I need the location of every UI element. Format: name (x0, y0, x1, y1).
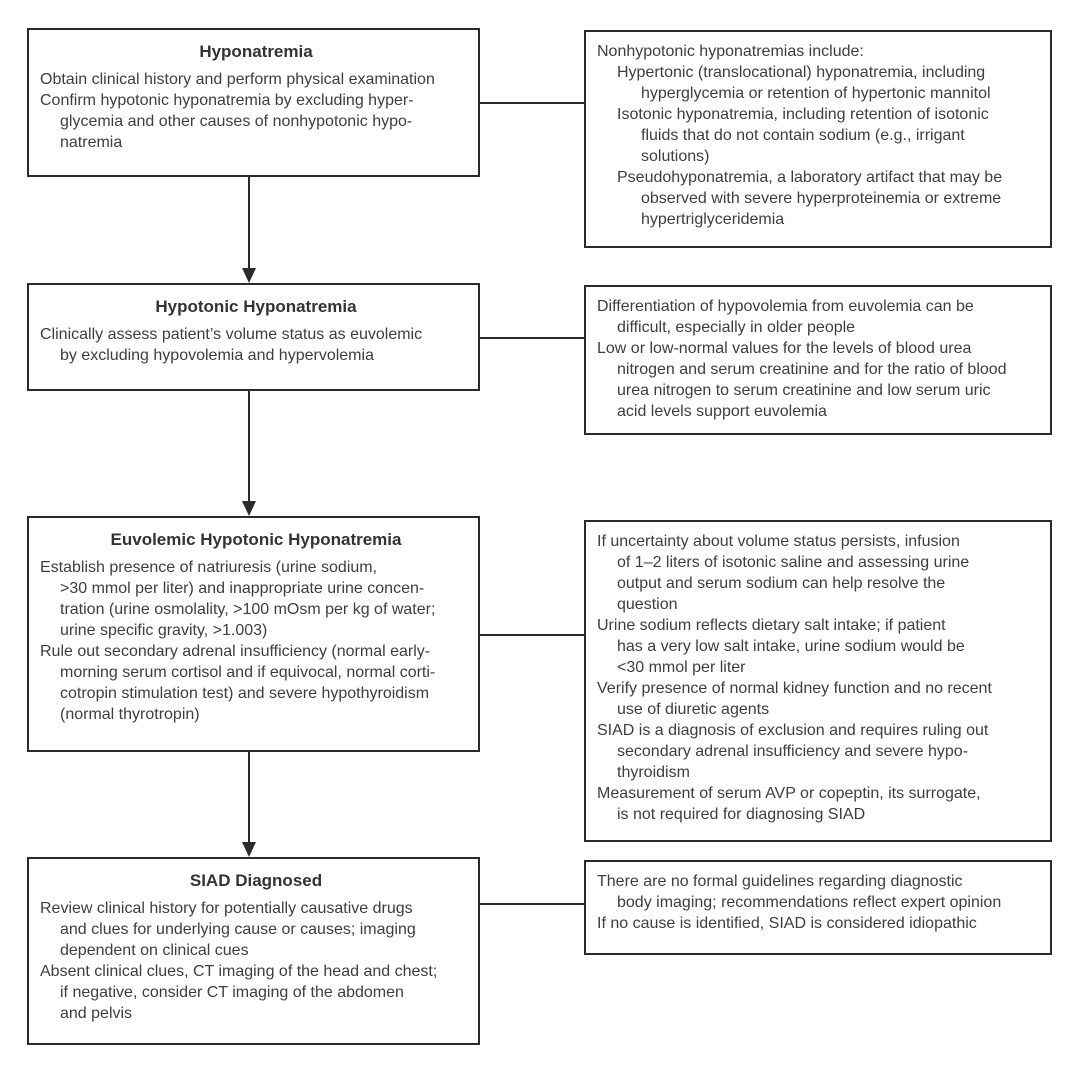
arrow-head-icon (242, 501, 256, 516)
text-line: morning serum cortisol and if equivocal,… (60, 664, 436, 681)
text-line: question (617, 596, 678, 613)
text-line: acid levels support euvolemia (617, 403, 827, 420)
text-line: Absent clinical clues, CT imaging of the… (40, 963, 438, 980)
step-title: Euvolemic Hypotonic Hyponatremia (110, 530, 402, 549)
text-line: Low or low-normal values for the levels … (597, 340, 972, 357)
arrow-head-icon (242, 268, 256, 283)
text-line: Isotonic hyponatremia, including retenti… (617, 106, 989, 123)
text-line: Clinically assess patient’s volume statu… (40, 326, 423, 343)
text-line: difficult, especially in older people (617, 319, 856, 336)
connector-step4-note4 (480, 903, 584, 905)
note-box-volume-status-differentiation: Differentiation of hypovolemia from euvo… (584, 285, 1052, 435)
text-line: thyroidism (617, 764, 690, 781)
text-line: secondary adrenal insufficiency and seve… (617, 743, 969, 760)
text-line: urea nitrogen to serum creatinine and lo… (617, 382, 991, 399)
text-line: observed with severe hyperproteinemia or… (641, 190, 1002, 207)
text-line: Urine sodium reflects dietary salt intak… (597, 617, 946, 634)
step-box-euvolemic-hypotonic-hyponatremia: Euvolemic Hypotonic Hyponatremia Establi… (27, 516, 480, 752)
text-line: and clues for underlying cause or causes… (60, 921, 416, 938)
text-line: is not required for diagnosing SIAD (617, 806, 866, 823)
step-box-siad-diagnosed: SIAD Diagnosed Review clinical history f… (27, 857, 480, 1045)
step-body: Review clinical history for potentially … (40, 898, 472, 1024)
arrow-step3-to-step4 (248, 752, 250, 843)
note-body: There are no formal guidelines regarding… (597, 871, 1044, 934)
step-box-hypotonic-hyponatremia: Hypotonic Hyponatremia Clinically assess… (27, 283, 480, 391)
text-line: hyperglycemia or retention of hypertonic… (641, 85, 991, 102)
step-title: SIAD Diagnosed (189, 871, 323, 890)
text-line: has a very low salt intake, urine sodium… (617, 638, 965, 655)
text-line: of 1–2 liters of isotonic saline and ass… (617, 554, 970, 571)
text-line: (normal thyrotropin) (60, 706, 200, 723)
step-body: Establish presence of natriuresis (urine… (40, 557, 472, 725)
connector-step3-note3 (480, 634, 584, 636)
connector-step2-note2 (480, 337, 584, 339)
note-body: Nonhypotonic hyponatremias include: Hyper… (597, 41, 1044, 230)
text-line: Measurement of serum AVP or copeptin, it… (597, 785, 981, 802)
text-line: glycemia and other causes of nonhypotoni… (60, 113, 413, 130)
text-line: nitrogen and serum creatinine and for th… (617, 361, 1007, 378)
step-box-hyponatremia: Hyponatremia Obtain clinical history and… (27, 28, 480, 177)
text-line: There are no formal guidelines regarding… (597, 873, 963, 890)
note-box-imaging-guidelines: There are no formal guidelines regarding… (584, 860, 1052, 955)
text-line: dependent on clinical cues (60, 942, 249, 959)
text-line: Differentiation of hypovolemia from euvo… (597, 298, 974, 315)
text-line: if negative, consider CT imaging of the … (60, 984, 404, 1001)
text-line: urine specific gravity, >1.003) (60, 622, 268, 639)
text-line: Pseudohyponatremia, a laboratory artifac… (617, 169, 1003, 186)
note-box-siad-exclusion-workup: If uncertainty about volume status persi… (584, 520, 1052, 842)
text-line: by excluding hypovolemia and hypervolemi… (60, 347, 374, 364)
text-line: Hypertonic (translocational) hyponatremi… (617, 64, 986, 81)
arrow-step2-to-step3 (248, 391, 250, 502)
text-line: output and serum sodium can help resolve… (617, 575, 946, 592)
text-line: hypertriglyceridemia (641, 211, 785, 228)
text-line: Establish presence of natriuresis (urine… (40, 559, 378, 576)
text-line: solutions) (641, 148, 710, 165)
text-line: Confirm hypotonic hyponatremia by exclud… (40, 92, 414, 109)
note-body: Differentiation of hypovolemia from euvo… (597, 296, 1044, 422)
text-line: >30 mmol per liter) and inappropriate ur… (60, 580, 425, 597)
note-body: If uncertainty about volume status persi… (597, 531, 1044, 825)
note-box-nonhypotonic-hyponatremias: Nonhypotonic hyponatremias include: Hyper… (584, 30, 1052, 248)
step-title: Hypotonic Hyponatremia (155, 297, 357, 316)
text-line: Nonhypotonic hyponatremias include: (597, 43, 864, 60)
connector-step1-note1 (480, 102, 584, 104)
text-line: Obtain clinical history and perform phys… (40, 71, 435, 88)
arrow-step1-to-step2 (248, 177, 250, 269)
text-line: tration (urine osmolality, >100 mOsm per… (60, 601, 436, 618)
text-line: If no cause is identified, SIAD is consi… (597, 915, 977, 932)
text-line: body imaging; recommendations reflect ex… (617, 894, 1002, 911)
step-body: Obtain clinical history and perform phys… (40, 69, 472, 153)
text-line: Verify presence of normal kidney functio… (597, 680, 992, 697)
text-line: and pelvis (60, 1005, 133, 1022)
text-line: cotropin stimulation test) and severe hy… (60, 685, 430, 702)
text-line: fluids that do not contain sodium (e.g.,… (641, 127, 965, 144)
text-line: Rule out secondary adrenal insufficiency… (40, 643, 431, 660)
text-line: SIAD is a diagnosis of exclusion and req… (597, 722, 989, 739)
step-title: Hyponatremia (199, 42, 313, 61)
arrow-head-icon (242, 842, 256, 857)
text-line: natremia (60, 134, 123, 151)
text-line: If uncertainty about volume status persi… (597, 533, 960, 550)
text-line: Review clinical history for potentially … (40, 900, 413, 917)
text-line: use of diuretic agents (617, 701, 770, 718)
step-body: Clinically assess patient’s volume statu… (40, 324, 472, 366)
text-line: <30 mmol per liter (617, 659, 746, 676)
